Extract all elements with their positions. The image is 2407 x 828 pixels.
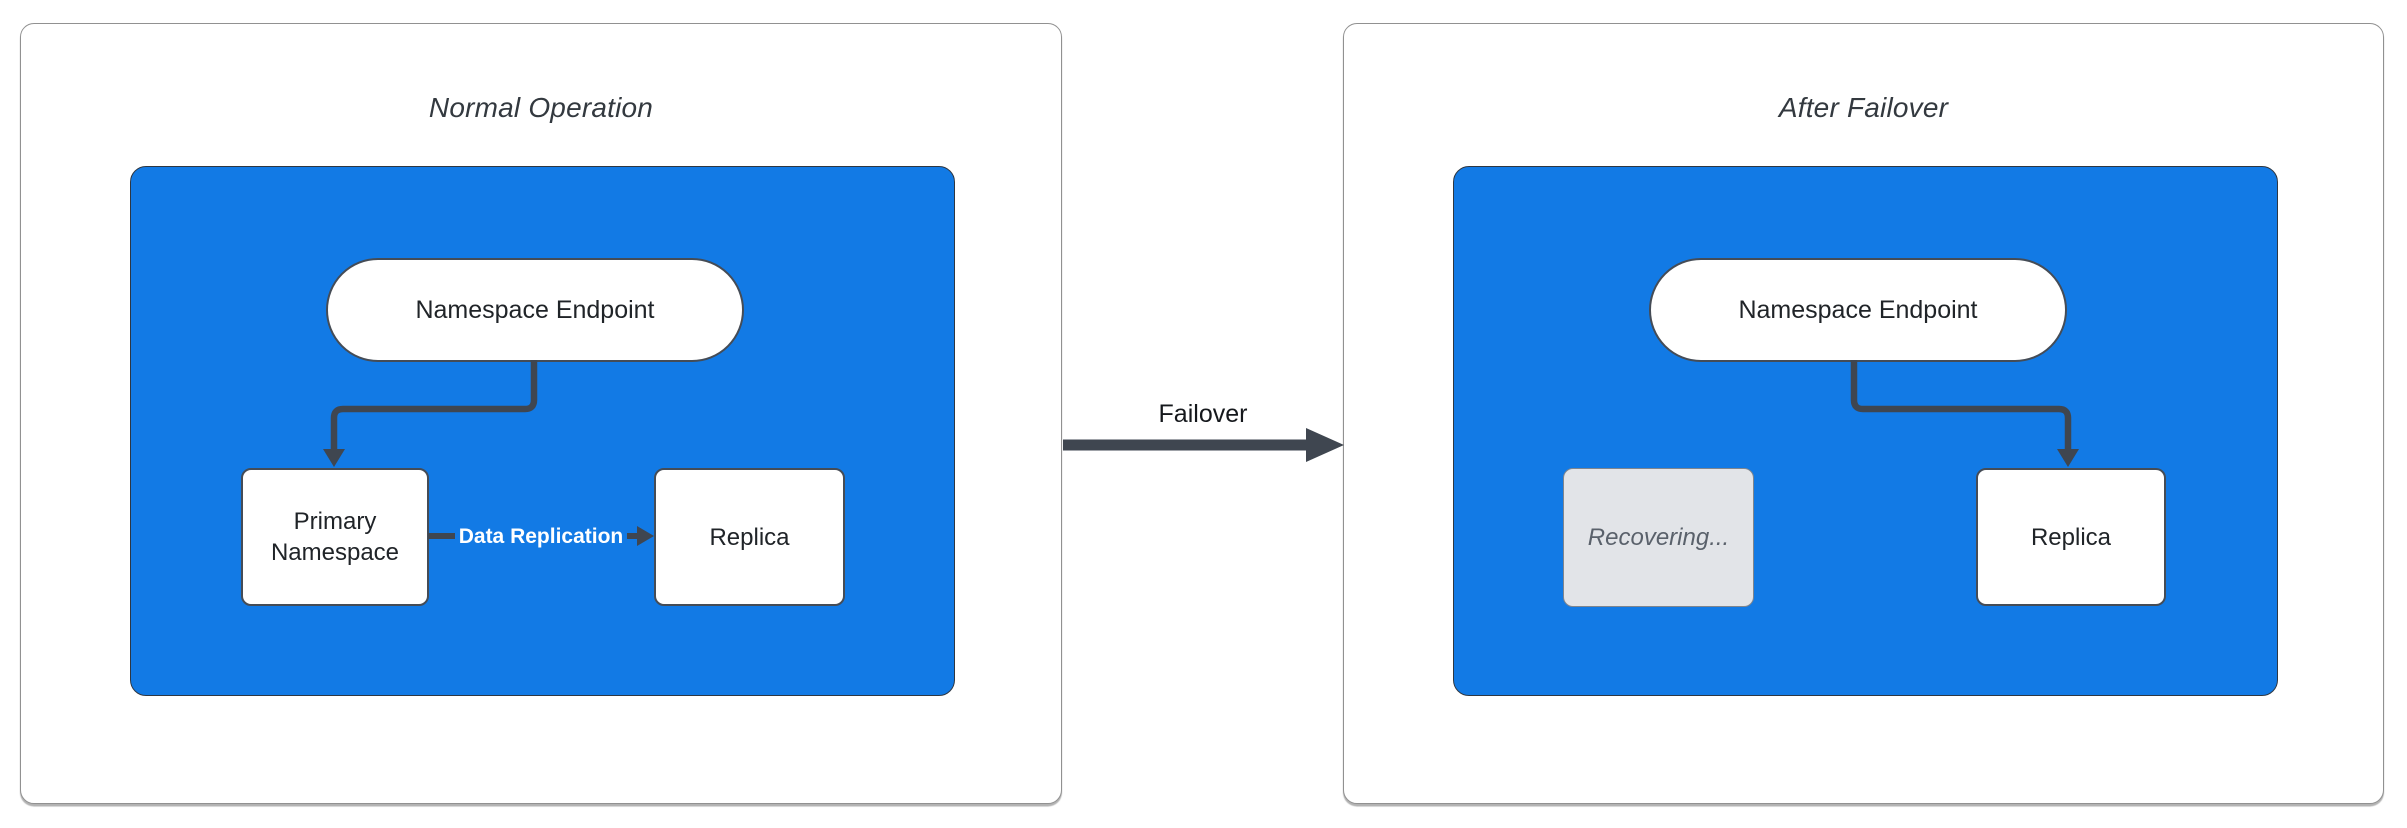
node-label: Replica xyxy=(2030,523,2112,551)
panel-title-normal-operation: Normal Operation xyxy=(428,92,654,123)
node-recovering: Recovering... xyxy=(1563,468,1754,607)
node-label: Namespace Endpoint xyxy=(415,295,655,324)
panel-after-failover: After Failover Namespace Endpoint Recove… xyxy=(1343,23,2384,804)
node-primary-namespace: Primary Namespace xyxy=(241,468,429,606)
failover-label: Failover xyxy=(1158,400,1248,428)
node-label: Replica xyxy=(709,523,790,551)
node-label: Namespace Endpoint xyxy=(1738,295,1978,324)
failover-arrow xyxy=(1063,428,1344,462)
node-replica-failover: Replica xyxy=(1976,468,2166,606)
arrowhead-right-icon xyxy=(1306,428,1344,462)
edge-label-data-replication: Data Replication xyxy=(455,522,627,551)
node-namespace-endpoint-failover: Namespace Endpoint xyxy=(1649,258,2067,362)
node-label: Recovering... xyxy=(1587,524,1730,551)
panel-title-after-failover: After Failover xyxy=(1778,92,1949,123)
node-label: Primary Namespace xyxy=(270,508,400,566)
node-replica-normal: Replica xyxy=(654,468,845,606)
node-namespace-endpoint-normal: Namespace Endpoint xyxy=(326,258,744,362)
panel-normal-operation: Normal Operation Namespace Endpoint Prim… xyxy=(20,23,1062,804)
namespace-zone-normal: Namespace Endpoint Primary Namespace Rep… xyxy=(130,166,955,696)
namespace-zone-failover: Namespace Endpoint Recovering... Replica xyxy=(1453,166,2278,696)
